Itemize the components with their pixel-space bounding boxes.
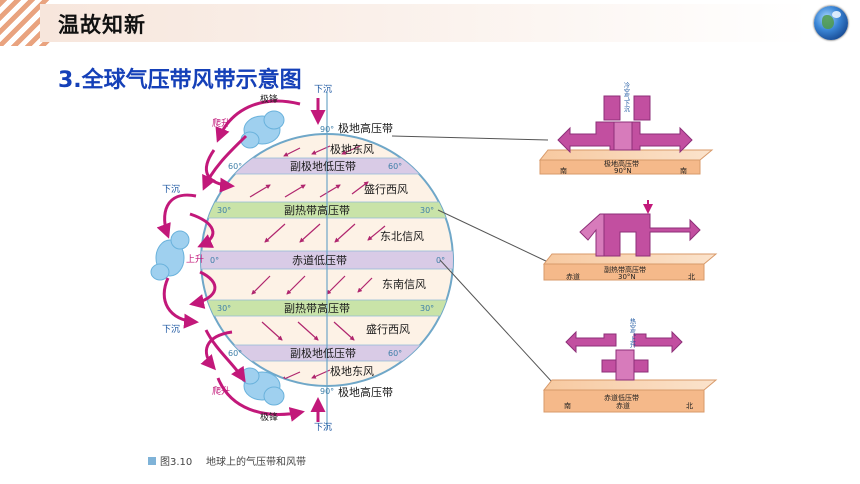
globe-disc [200, 92, 454, 430]
globe-icon [814, 6, 848, 40]
label-front-s: 极锋 [260, 411, 278, 423]
inset-top-vert-label: 冷空气下沉 [623, 81, 630, 113]
inset-bottom-left: 南 [564, 401, 571, 410]
label-climb-s: 爬升 [212, 386, 230, 397]
figure-caption: 图3.10 地球上的气压带和风带 [148, 455, 306, 468]
lat-label-30-ne: 30° [420, 206, 434, 215]
header-bar [40, 4, 810, 42]
inset-bottom-vert-label: 热空气上升 [629, 317, 636, 349]
inset-mid-sub: 30°N [618, 273, 636, 281]
label-climb-n: 爬升 [212, 118, 230, 129]
label-subpolar-low-s: 副极地低压带 [290, 346, 356, 360]
inset-polar-high: 冷空气下沉 极地高压带 90°N 南 南 [538, 81, 714, 175]
label-sink-top: 下沉 [314, 84, 332, 95]
label-front-n: 极锋 [260, 93, 278, 105]
label-westerly-n: 盛行西风 [364, 182, 408, 196]
lat-label-60-ne: 60° [388, 162, 402, 171]
inset-top-right: 南 [680, 166, 687, 175]
label-polar-east-n: 极地东风 [330, 142, 374, 156]
label-polar-east-s: 极地东风 [330, 364, 374, 378]
label-polar-high-s: 极地高压带 [338, 385, 393, 399]
lat-label-30-s: 30° [217, 304, 231, 313]
label-ne-trade: 东北信风 [380, 230, 424, 243]
lat-label-90-n: 90° [320, 125, 334, 134]
label-subtropical-high-n: 副热带高压带 [284, 203, 350, 217]
inset-bottom-center: 赤道低压带 [604, 393, 639, 402]
inset-top-center: 极地高压带 [604, 159, 639, 168]
inset-top-left: 南 [560, 166, 567, 175]
lat-label-60-s: 60° [228, 349, 242, 358]
inset-bottom-sub: 赤道 [616, 401, 630, 410]
connector-lines [391, 135, 553, 383]
section-subtitle: 3.全球气压带风带示意图 [58, 68, 302, 93]
circulation-arrows [156, 98, 326, 422]
label-se-trade: 东南信风 [382, 278, 426, 291]
inset-mid-right: 北 [688, 273, 695, 281]
inset-equator-low: 热空气上升 赤道低压带 赤道 南 北 [542, 317, 718, 413]
caption-text: 地球上的气压带和风带 [206, 455, 306, 468]
label-subtropical-high-s: 副热带高压带 [284, 301, 350, 315]
label-sink-n: 下沉 [162, 184, 180, 195]
label-sink-s: 下沉 [162, 324, 180, 335]
caption-fig-number: 图3.10 [160, 456, 192, 468]
label-equator-low: 赤道低压带 [292, 253, 347, 267]
inset-top-sub: 90°N [614, 167, 632, 175]
label-polar-high-n: 极地高压带 [338, 121, 393, 135]
lat-label-60-n: 60° [228, 162, 242, 171]
label-westerly-s: 盛行西风 [366, 322, 410, 336]
lat-label-60-se: 60° [388, 349, 402, 358]
lat-label-90-s: 90° [320, 387, 334, 396]
inset-mid-left: 赤道 [566, 272, 580, 281]
inset-bottom-right: 北 [686, 402, 693, 410]
inset-mid-center: 副热带高压带 [604, 265, 646, 274]
lat-label-30-se: 30° [420, 304, 434, 313]
lat-label-0: 0° [210, 256, 219, 265]
label-sink-bottom: 下沉 [314, 422, 332, 433]
page-title: 温故知新 [58, 13, 146, 37]
lat-label-30-n: 30° [217, 206, 231, 215]
label-rise-eq: 上升 [186, 254, 204, 265]
wind-arrows [249, 145, 386, 381]
inset-subtropical-high: 副热带高压带 30°N 赤道 北 [542, 200, 718, 281]
label-subpolar-low-n: 副极地低压带 [290, 159, 356, 173]
